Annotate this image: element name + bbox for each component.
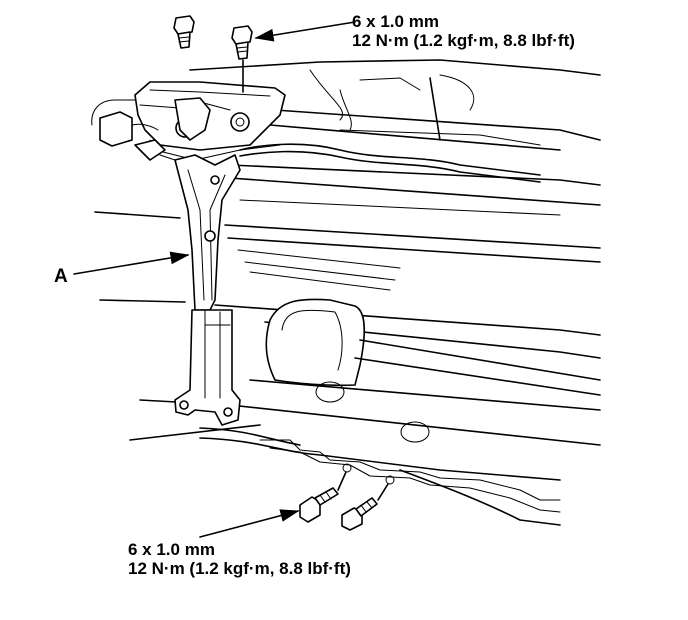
- bottom-bolt-size: 6 x 1.0 mm: [128, 540, 215, 559]
- hood-latch: [91, 81, 541, 183]
- part-label-a: A: [54, 266, 68, 287]
- bottom-bolt-right: [341, 475, 395, 531]
- top-callout-arrow: [254, 21, 356, 42]
- top-bolt-size: 6 x 1.0 mm: [352, 12, 439, 31]
- top-bolt-left: [173, 15, 195, 49]
- top-bolt-torque: 12 N·m (1.2 kgf·m, 8.8 lbf·ft): [352, 31, 575, 50]
- bottom-bolt-spec: 6 x 1.0 mm 12 N·m (1.2 kgf·m, 8.8 lbf·ft…: [128, 540, 351, 578]
- bottom-bolt-torque: 12 N·m (1.2 kgf·m, 8.8 lbf·ft): [128, 559, 351, 578]
- bottom-callout-arrow: [199, 509, 300, 538]
- bottom-bolt-left: [299, 463, 352, 523]
- top-bolt-right: [231, 25, 253, 93]
- body-panel: [94, 59, 601, 526]
- part-a-arrow: [73, 251, 190, 275]
- top-bolt-spec: 6 x 1.0 mm 12 N·m (1.2 kgf·m, 8.8 lbf·ft…: [352, 12, 575, 50]
- latch-stay-a: [174, 154, 241, 426]
